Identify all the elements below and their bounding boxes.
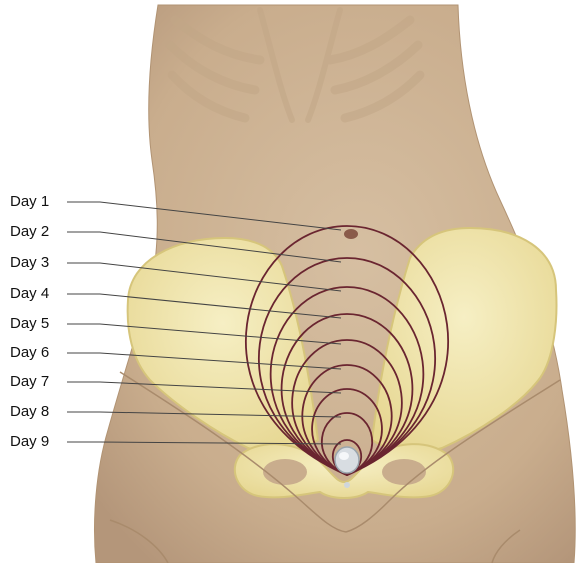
- label-day-6: Day 6: [10, 344, 49, 362]
- cervix-os: [344, 482, 350, 488]
- cervix-highlight: [339, 452, 349, 460]
- navel: [344, 229, 358, 239]
- obturator-foramen-right: [382, 459, 426, 485]
- label-day-5: Day 5: [10, 315, 49, 333]
- obturator-foramen-left: [263, 459, 307, 485]
- label-day-2: Day 2: [10, 223, 49, 241]
- label-day-1: Day 1: [10, 193, 49, 211]
- label-day-4: Day 4: [10, 285, 49, 303]
- label-day-8: Day 8: [10, 403, 49, 421]
- label-day-7: Day 7: [10, 373, 49, 391]
- label-day-3: Day 3: [10, 254, 49, 272]
- cervix: [335, 447, 359, 473]
- label-day-9: Day 9: [10, 433, 49, 451]
